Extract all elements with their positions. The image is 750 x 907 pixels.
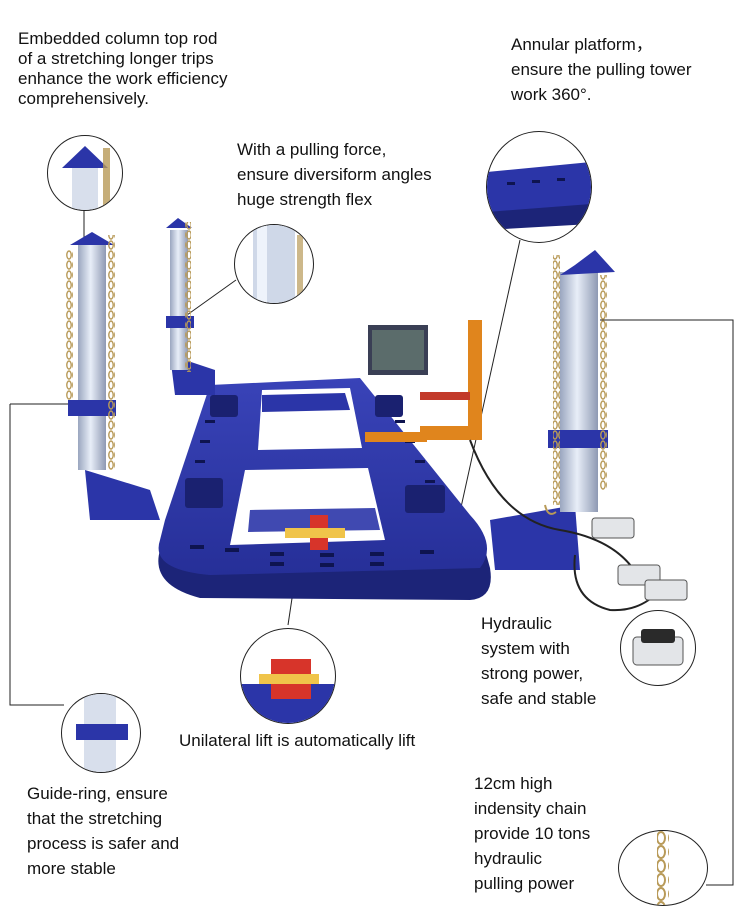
hydraulic-system — [469, 439, 688, 612]
caption-line: enhance the work efficiency — [18, 69, 228, 88]
caption-lift: Unilateral lift is automatically lift — [179, 729, 415, 753]
caption-line: 12cm high — [474, 774, 553, 793]
caption-hydraulic: Hydraulic system with strong power, safe… — [481, 612, 596, 711]
caption-line: process is safer and — [27, 834, 180, 853]
detail-top-rod — [47, 135, 123, 211]
caption-guide-ring: Guide-ring, ensure that the stretching p… — [27, 782, 179, 881]
caption-line: With a pulling force, — [237, 140, 387, 159]
caption-line: provide 10 tons — [474, 824, 591, 843]
caption-line: of a stretching longer trips — [18, 49, 214, 68]
detail-lift — [240, 628, 336, 724]
caption-line: Guide-ring, ensure — [27, 784, 168, 803]
caption-line: work 360°. — [511, 85, 592, 104]
caption-line: Embedded column top rod — [18, 29, 218, 48]
detail-pulling-force — [234, 224, 314, 304]
caption-pulling-force: With a pulling force, ensure diversiform… — [237, 138, 432, 212]
detail-hydraulic-pump — [620, 610, 696, 686]
callout-line-platform — [455, 239, 521, 531]
callout-line-guide-ring — [9, 403, 72, 706]
tower-left-rear — [166, 218, 194, 372]
caption-line: Annular platform， — [511, 35, 653, 54]
caption-platform: Annular platform， ensure the pulling tow… — [511, 33, 692, 107]
detail-platform — [486, 131, 592, 243]
tower-left-front — [66, 232, 116, 470]
caption-line: pulling power — [474, 874, 575, 893]
caption-line: Hydraulic — [481, 614, 552, 633]
tower-base-left-front — [85, 470, 160, 520]
detail-guide-ring — [61, 693, 141, 773]
caption-line: that the stretching — [27, 809, 163, 828]
caption-line: ensure diversiform angles — [237, 165, 432, 184]
caption-line: comprehensively. — [18, 89, 150, 108]
tower-base-right — [490, 505, 580, 570]
frame-platform — [158, 378, 491, 600]
caption-line: strong power, — [481, 664, 584, 683]
caption-line: huge strength flex — [237, 190, 373, 209]
caption-line: more stable — [27, 859, 116, 878]
caption-line: Unilateral lift is automatically lift — [179, 731, 416, 750]
callout-line-chain — [600, 319, 734, 886]
caption-line: safe and stable — [481, 689, 597, 708]
detail-chain — [618, 830, 708, 906]
caption-chain: 12cm high indensity chain provide 10 ton… — [474, 772, 590, 896]
tower-right — [544, 250, 615, 515]
caption-line: ensure the pulling tower — [511, 60, 692, 79]
caption-top-rod: Embedded column top rod of a stretching … — [18, 27, 227, 111]
caption-line: system with — [481, 639, 570, 658]
caption-line: indensity chain — [474, 799, 587, 818]
pulling-arm — [365, 320, 482, 442]
caption-line: hydraulic — [474, 849, 543, 868]
